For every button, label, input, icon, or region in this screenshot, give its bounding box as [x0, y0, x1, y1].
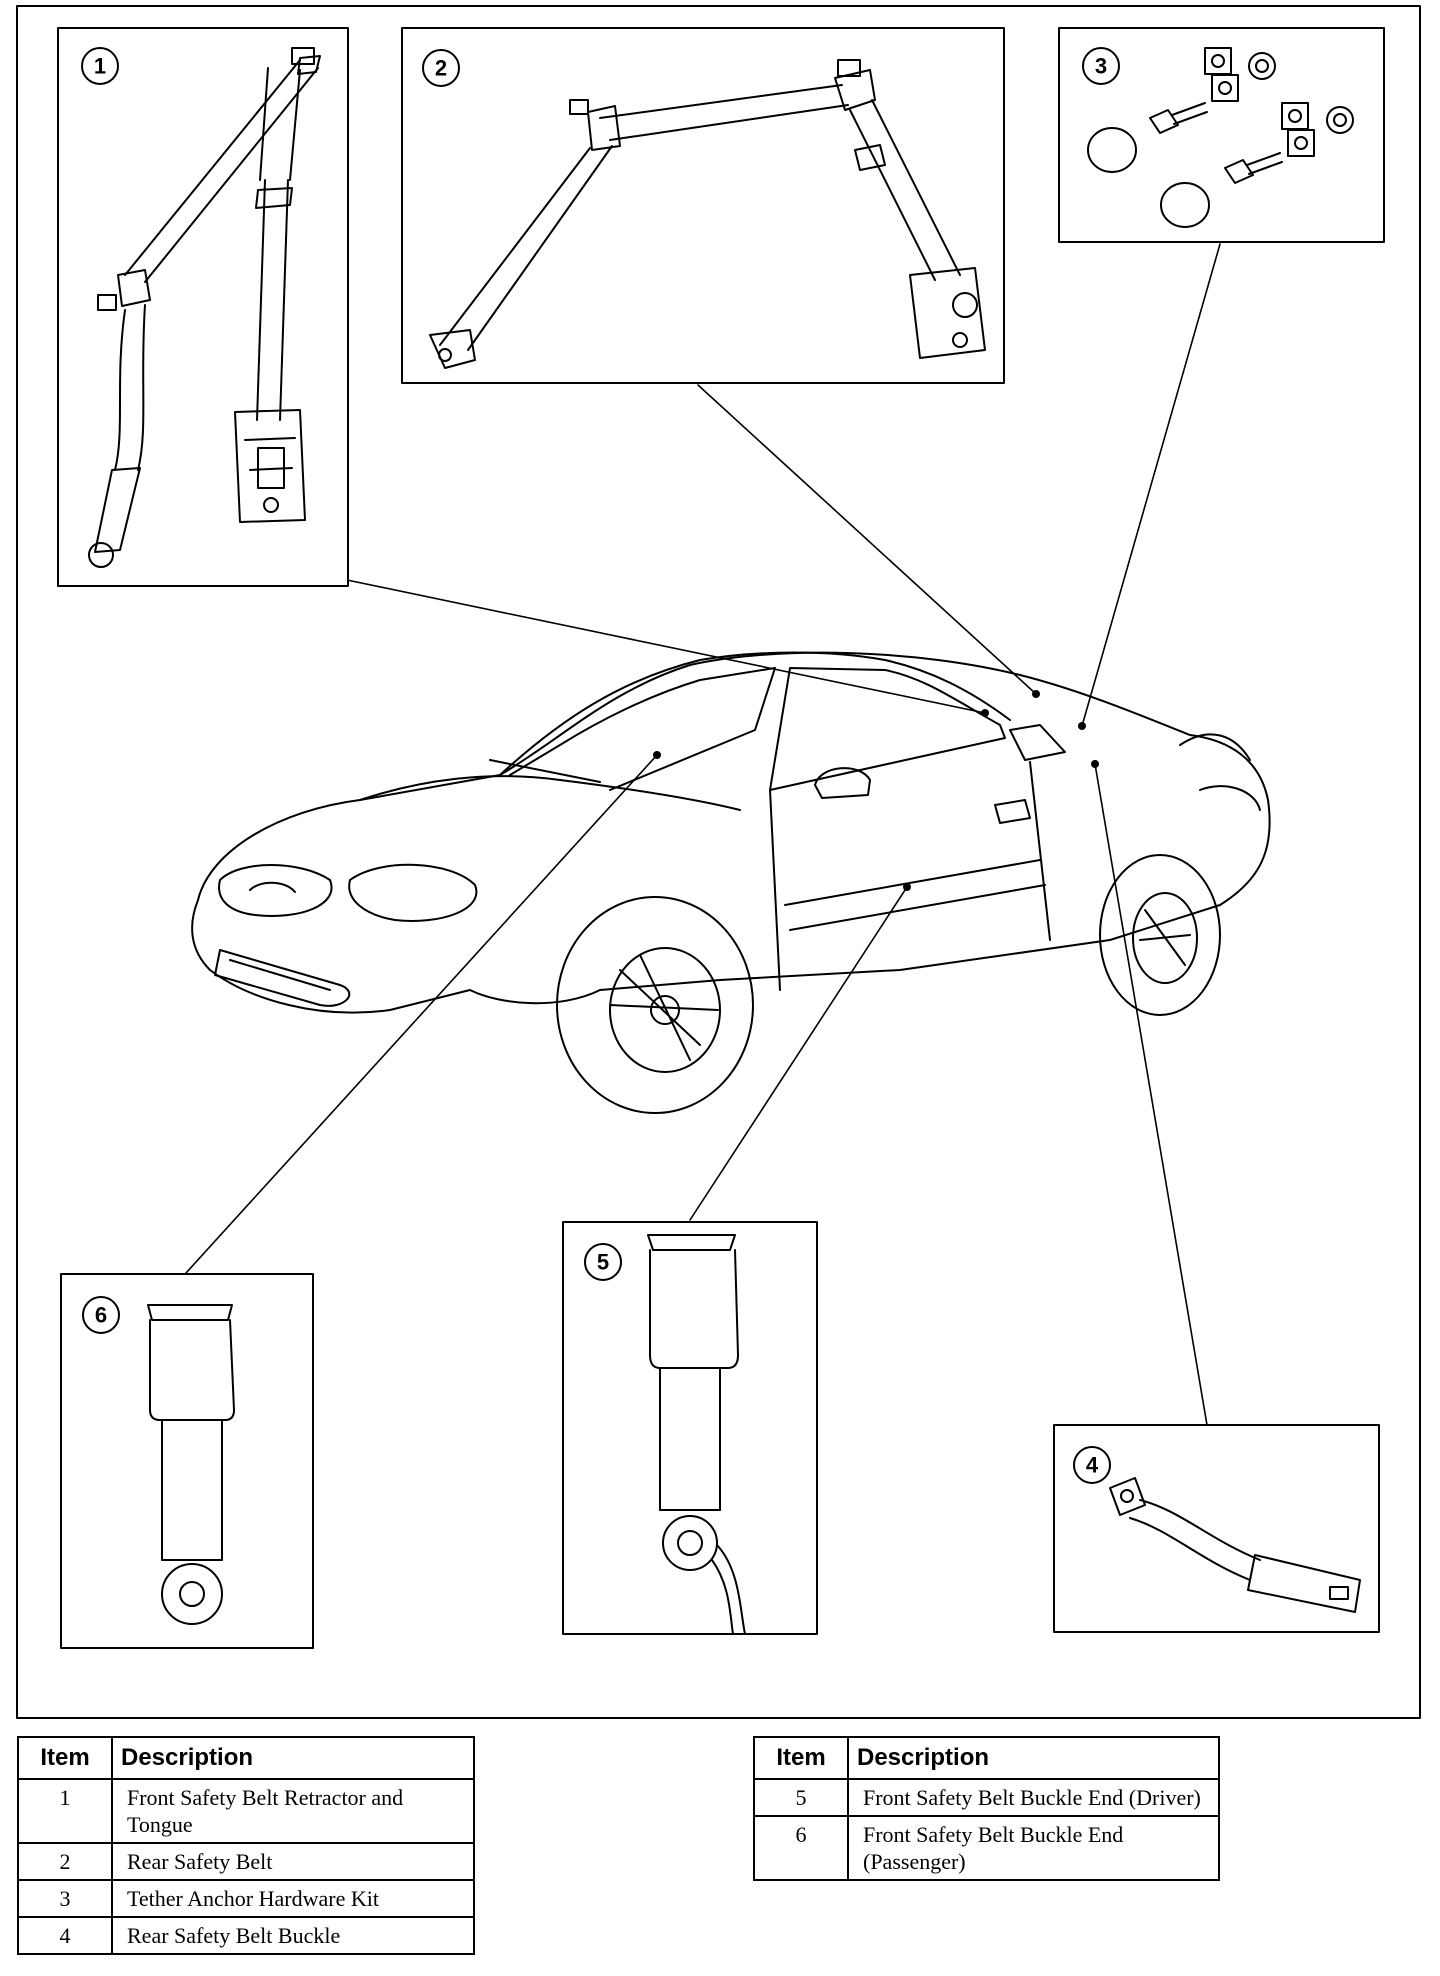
item-number: 6 — [753, 1815, 849, 1881]
callout-2: 2 — [435, 56, 447, 81]
item-description: Tether Anchor Hardware Kit — [111, 1879, 475, 1918]
table-row: 1 Front Safety Belt Retractor and Tongue — [17, 1778, 475, 1844]
table-row: 3 Tether Anchor Hardware Kit — [17, 1879, 475, 1918]
table-row: 6 Front Safety Belt Buckle End (Passenge… — [753, 1815, 1220, 1881]
legend-table-left: Item Description 1 Front Safety Belt Ret… — [17, 1736, 475, 1955]
diagram-frame — [16, 5, 1421, 1719]
item-description: Front Safety Belt Buckle End (Driver) — [847, 1778, 1220, 1817]
car-illustration — [191, 651, 1271, 1114]
table-header-row: Item Description — [753, 1736, 1220, 1780]
item-number: 2 — [17, 1842, 113, 1881]
item-header: Item — [753, 1736, 849, 1780]
table-row: 2 Rear Safety Belt — [17, 1842, 475, 1881]
panel-rear-belt-buckle — [1053, 1424, 1380, 1633]
item-description: Rear Safety Belt — [111, 1842, 475, 1881]
item-description: Front Safety Belt Buckle End (Passenger) — [847, 1815, 1220, 1881]
panel-buckle-end-passenger — [60, 1273, 314, 1649]
panel-buckle-end-driver — [562, 1221, 818, 1635]
item-number: 3 — [17, 1879, 113, 1918]
item-number: 1 — [17, 1778, 113, 1844]
leader-lines — [185, 243, 1221, 1426]
table-header-row: Item Description — [17, 1736, 475, 1780]
description-header: Description — [111, 1736, 475, 1780]
panel-tether-anchor-kit — [1058, 27, 1385, 243]
item-header: Item — [17, 1736, 113, 1780]
table-row: 4 Rear Safety Belt Buckle — [17, 1916, 475, 1955]
callout-1: 1 — [94, 54, 106, 79]
legend-table-right: Item Description 5 Front Safety Belt Buc… — [753, 1736, 1220, 1881]
item-number: 5 — [753, 1778, 849, 1817]
item-number: 4 — [17, 1916, 113, 1955]
callout-4: 4 — [1086, 1453, 1099, 1478]
description-header: Description — [847, 1736, 1220, 1780]
panel-rear-belt — [401, 27, 1005, 384]
panel-front-belt-retractor — [57, 27, 349, 587]
callout-3: 3 — [1095, 54, 1107, 79]
item-description: Rear Safety Belt Buckle — [111, 1916, 475, 1955]
callout-5: 5 — [597, 1250, 609, 1275]
callout-6: 6 — [95, 1303, 107, 1328]
table-row: 5 Front Safety Belt Buckle End (Driver) — [753, 1778, 1220, 1817]
item-description: Front Safety Belt Retractor and Tongue — [111, 1778, 475, 1844]
